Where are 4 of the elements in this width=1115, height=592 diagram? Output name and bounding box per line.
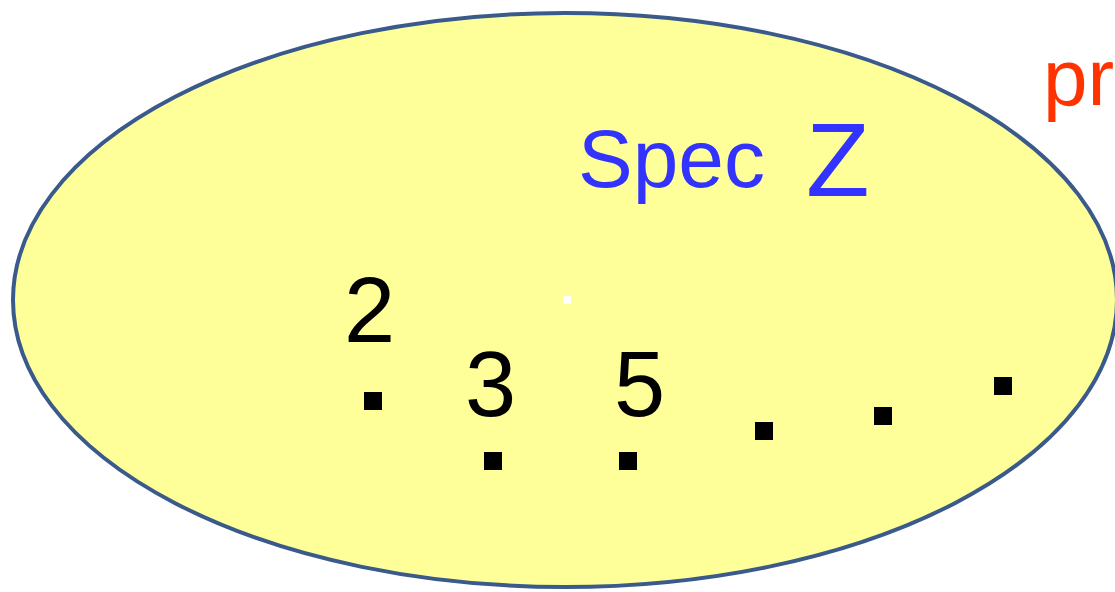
region-title: Z bbox=[806, 108, 870, 212]
number-label: 2 bbox=[344, 264, 396, 356]
number-label: 5 bbox=[614, 338, 666, 430]
number-label: 3 bbox=[465, 338, 517, 430]
